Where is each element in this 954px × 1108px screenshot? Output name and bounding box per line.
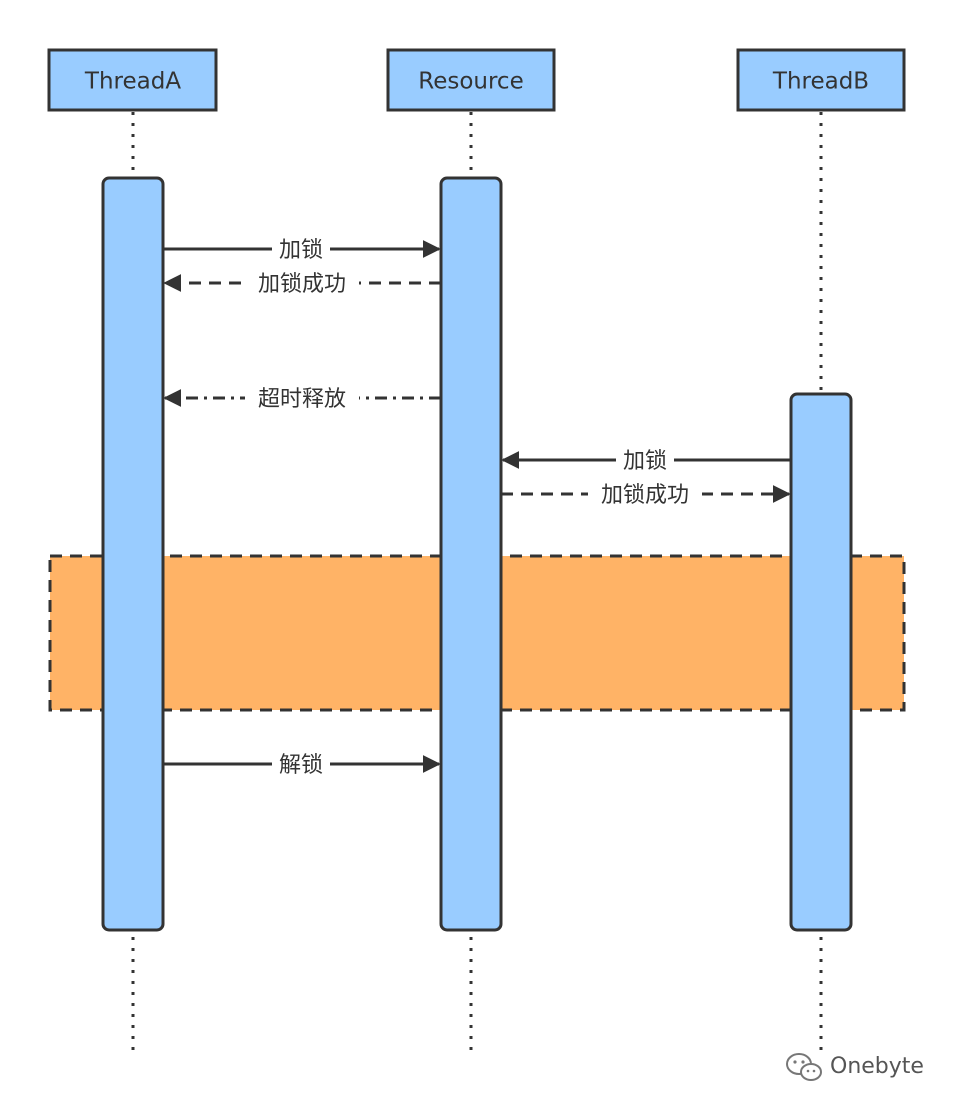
message-timeout-release[interactable]: 超时释放 [163, 385, 441, 413]
watermark: Onebyte [786, 1053, 924, 1081]
message-lock-b[interactable]: 加锁 [501, 447, 791, 475]
message-lock-b-label: 加锁 [623, 449, 667, 474]
message-timeout-release-label: 超时释放 [258, 387, 346, 412]
message-lock-success-a-label: 加锁成功 [258, 272, 346, 297]
participant-threadA-label: ThreadA [84, 69, 181, 95]
participant-threadA[interactable]: ThreadA [47, 48, 218, 112]
wechat-icon [786, 1053, 822, 1081]
participant-resource[interactable]: Resource [386, 48, 556, 112]
participant-resource-label: Resource [418, 69, 523, 95]
activation-resource-front [441, 545, 501, 720]
message-unlock[interactable]: 解锁 [163, 751, 441, 779]
message-lock-success-b-label: 加锁成功 [601, 483, 689, 508]
participant-threadB[interactable]: ThreadB [736, 48, 906, 112]
message-lock-a-label: 加锁 [279, 238, 323, 263]
activation-threadB-front [791, 545, 851, 720]
message-lock-success-a[interactable]: 加锁成功 [163, 270, 441, 298]
message-lock-a[interactable]: 加锁 [163, 236, 441, 264]
watermark-text: Onebyte [830, 1054, 924, 1079]
message-unlock-label: 解锁 [279, 753, 323, 778]
message-lock-success-b[interactable]: 加锁成功 [501, 481, 791, 509]
activation-threadA-front [103, 545, 163, 720]
participant-threadB-label: ThreadB [772, 69, 869, 95]
